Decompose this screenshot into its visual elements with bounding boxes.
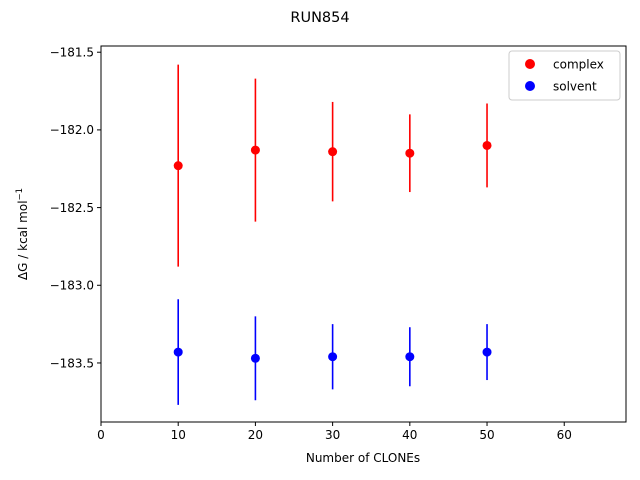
x-axis-label: Number of CLONEs	[306, 451, 420, 465]
y-axis-label-superscript: −1	[15, 188, 25, 201]
data-point-solvent	[328, 352, 338, 362]
data-point-complex	[328, 147, 338, 157]
legend-marker-complex	[525, 59, 535, 69]
y-axis-label-main: ΔG / kcal mol	[16, 200, 30, 280]
x-tick-label: 50	[479, 428, 494, 442]
y-tick-label: −182.5	[50, 201, 94, 215]
legend-label-solvent: solvent	[553, 80, 597, 94]
legend-frame	[508, 50, 621, 101]
legend-label-complex: complex	[553, 58, 604, 72]
data-point-solvent	[482, 347, 492, 357]
y-tick-label: −183.5	[50, 356, 94, 370]
x-tick-label: 10	[171, 428, 186, 442]
data-point-complex	[482, 140, 492, 150]
x-tick-label: 60	[557, 428, 572, 442]
plot-frame	[100, 45, 627, 423]
legend-marker-solvent	[525, 81, 535, 91]
data-point-complex	[173, 161, 183, 171]
chart-title: RUN854	[290, 10, 349, 26]
legend: complex solvent	[508, 50, 621, 101]
x-axis: 0 10 20 30 40 50 60	[97, 422, 572, 442]
x-tick-label: 40	[402, 428, 417, 442]
data-point-solvent	[250, 353, 260, 363]
y-tick-label: −182.0	[50, 123, 94, 137]
y-tick-label: −183.0	[50, 279, 94, 293]
data-point-complex	[405, 148, 415, 158]
y-axis-label: ΔG / kcal mol−1	[15, 188, 30, 280]
data-point-solvent	[173, 347, 183, 357]
plot-layer	[173, 64, 492, 405]
y-axis: −181.5 −182.0 −182.5 −183.0 −183.5	[50, 46, 101, 370]
y-tick-label: −181.5	[50, 46, 94, 60]
data-point-solvent	[405, 352, 415, 362]
data-point-complex	[250, 145, 260, 155]
x-tick-label: 0	[97, 428, 105, 442]
x-tick-label: 20	[248, 428, 263, 442]
x-tick-label: 30	[325, 428, 340, 442]
